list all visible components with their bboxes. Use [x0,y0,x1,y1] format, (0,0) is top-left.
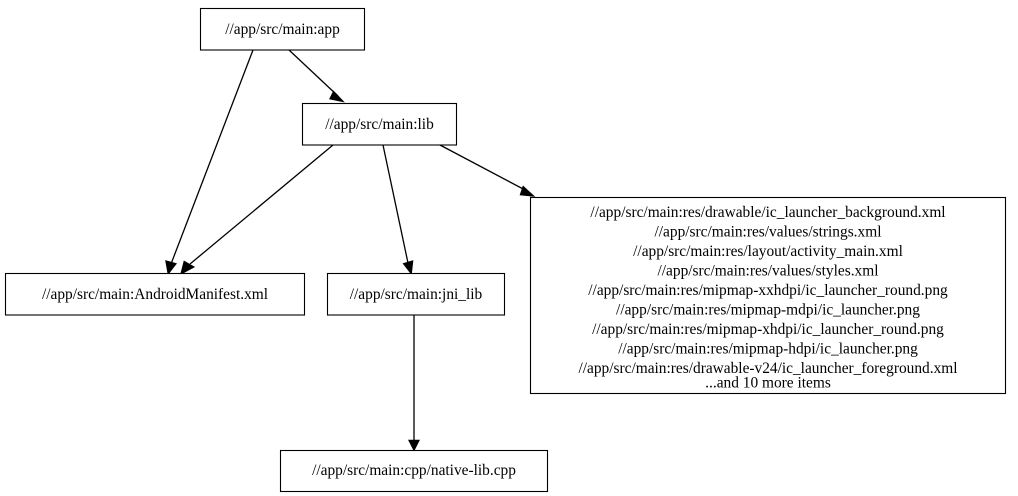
node-lib[interactable]: //app/src/main:lib [301,102,458,146]
node-lib-label: //app/src/main:lib [325,116,434,133]
node-native-lib-cpp[interactable]: //app/src/main:cpp/native-lib.cpp [279,449,549,493]
node-resources-line-1: //app/src/main:res/drawable/ic_launcher_… [590,204,945,221]
node-resources-line-4: //app/src/main:res/values/styles.xml [658,263,879,280]
edge-app-to-lib [288,49,345,103]
node-jni-lib-label: //app/src/main:jni_lib [350,286,483,303]
edge-lib-to-jni-lib [382,144,414,276]
node-jni-lib[interactable]: //app/src/main:jni_lib [326,272,506,316]
node-resources-line-7: //app/src/main:res/mipmap-xhdpi/ic_launc… [592,321,944,338]
node-resources-line-5: //app/src/main:res/mipmap-xxhdpi/ic_laun… [588,282,948,299]
node-android-manifest-label: //app/src/main:AndroidManifest.xml [42,286,268,303]
node-resources-line-8: //app/src/main:res/mipmap-hdpi/ic_launch… [618,341,918,358]
node-native-lib-cpp-label: //app/src/main:cpp/native-lib.cpp [312,462,516,479]
node-app-label: //app/src/main:app [225,21,340,38]
node-resources-line-9: //app/src/main:res/drawable-v24/ic_launc… [578,360,957,377]
node-resources-line-3: //app/src/main:res/layout/activity_main.… [633,243,903,260]
node-resources-line-6: //app/src/main:res/mipmap-mdpi/ic_launch… [616,302,920,319]
node-android-manifest[interactable]: //app/src/main:AndroidManifest.xml [4,272,306,316]
edge-lib-to-resources [439,144,536,197]
node-resources-line-10: ...and 10 more items [705,375,831,392]
edge-jni-lib-to-native-lib [408,315,420,452]
edge-app-to-manifest [165,49,254,276]
edge-group [165,49,536,452]
node-resources[interactable]: //app/src/main:res/drawable/ic_launcher_… [529,196,1007,395]
node-resources-line-2: //app/src/main:res/values/strings.xml [655,224,882,241]
node-app[interactable]: //app/src/main:app [199,7,366,51]
edge-lib-to-manifest [180,144,334,276]
